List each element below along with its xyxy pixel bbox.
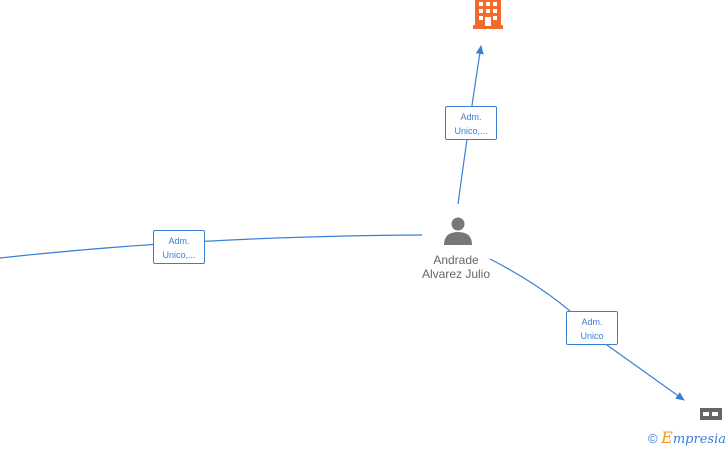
- empresia-watermark: © Empresia: [648, 428, 726, 447]
- edge-label-top-company[interactable]: Adm. Unico,...: [445, 106, 497, 140]
- edge-label-role: Adm.: [581, 317, 603, 327]
- building-icon[interactable]: [473, 0, 503, 29]
- edge-label-role: Adm.: [168, 236, 190, 246]
- person-name[interactable]: Andrade Alvarez Julio: [406, 253, 506, 281]
- copyright-icon: ©: [647, 431, 658, 446]
- brand-logo-text: mpresia: [672, 432, 726, 447]
- person-name-line2: Alvarez Julio: [421, 267, 491, 281]
- edge-label-role: Adm.: [460, 112, 482, 122]
- edge-label-left-company[interactable]: Adm. Unico,...: [153, 230, 205, 264]
- edge-label-detail: Unico,...: [454, 126, 488, 136]
- person-icon[interactable]: [444, 217, 472, 246]
- edge-label-detail: Unico,...: [162, 250, 196, 260]
- building-icon[interactable]: [700, 408, 722, 420]
- edge-left-company[interactable]: [0, 234, 423, 259]
- edge-label-bottom-right-company[interactable]: Adm. Unico: [566, 311, 618, 345]
- brand-logo-letter: E: [661, 428, 673, 447]
- person-name-line1: Andrade: [433, 253, 479, 267]
- edge-label-detail: Unico: [580, 331, 604, 341]
